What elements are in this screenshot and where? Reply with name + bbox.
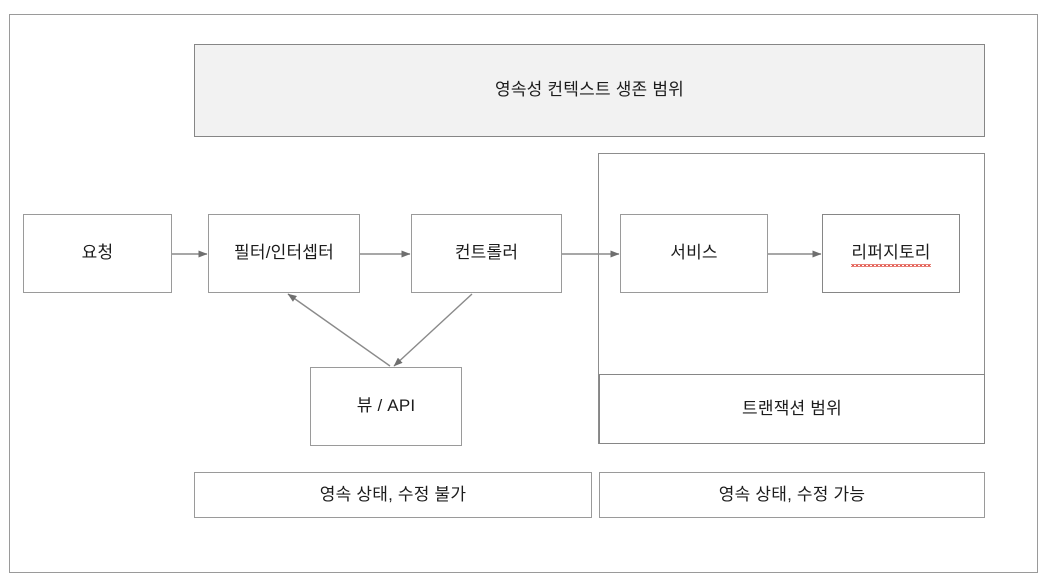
node-view-api[interactable]: 뷰 / API (310, 367, 462, 446)
node-request[interactable]: 요청 (23, 214, 172, 293)
footer-box-persist-writable-label: 영속 상태, 수정 가능 (718, 484, 866, 504)
node-repository-label: 리퍼지토리 (851, 242, 931, 268)
node-controller-label: 컨트롤러 (454, 243, 519, 263)
node-service-label: 서비스 (670, 243, 718, 263)
node-repository[interactable]: 리퍼지토리 (822, 214, 960, 293)
footer-box-persist-writable: 영속 상태, 수정 가능 (599, 472, 985, 518)
node-controller[interactable]: 컨트롤러 (411, 214, 562, 293)
node-service[interactable]: 서비스 (620, 214, 768, 293)
persistence-context-scope-label: 영속성 컨텍스트 생존 범위 (494, 80, 684, 100)
node-filter-interceptor-label: 필터/인터셉터 (234, 243, 334, 263)
node-filter-interceptor[interactable]: 필터/인터셉터 (208, 214, 360, 293)
transaction-scope-label: 트랜잭션 범위 (742, 398, 842, 418)
persistence-context-scope-box: 영속성 컨텍스트 생존 범위 (194, 44, 985, 137)
footer-box-persist-readonly: 영속 상태, 수정 불가 (194, 472, 592, 518)
footer-box-persist-readonly-label: 영속 상태, 수정 불가 (319, 484, 467, 504)
node-request-label: 요청 (81, 243, 114, 263)
node-view-api-label: 뷰 / API (356, 396, 416, 416)
transaction-scope-box: 트랜잭션 범위 (599, 374, 985, 444)
